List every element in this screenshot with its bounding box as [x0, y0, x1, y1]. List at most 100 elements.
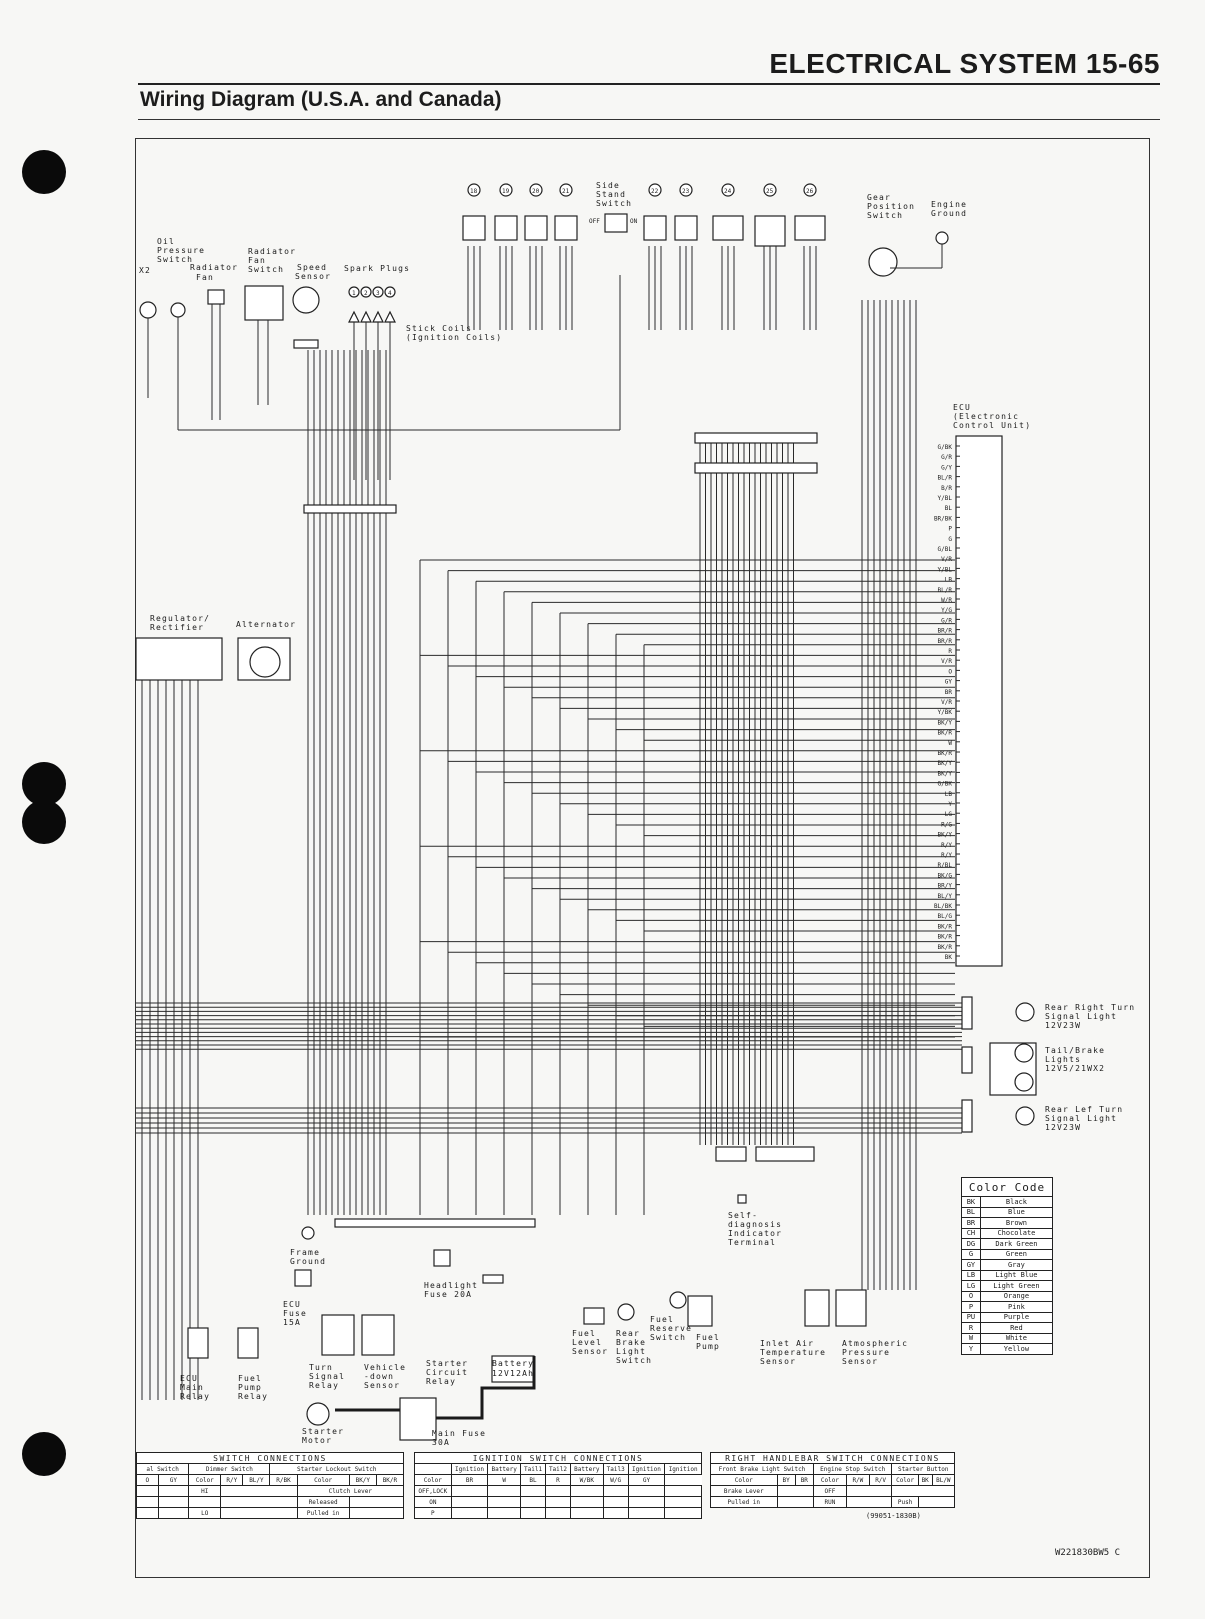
ecu-pin-label: O: [948, 668, 952, 675]
svg-text:Battery: Battery: [492, 1359, 534, 1368]
svg-text:Signal: Signal: [309, 1372, 345, 1381]
color-abbrev: BK: [961, 1196, 981, 1208]
svg-text:Fuel: Fuel: [650, 1315, 674, 1324]
ecu: ECU (Electronic Control Unit) G/BKG/RG/Y…: [934, 403, 1031, 967]
svg-text:Main Fuse: Main Fuse: [432, 1429, 486, 1438]
table-cell: O: [136, 1474, 159, 1486]
color-abbrev: CH: [961, 1227, 981, 1239]
svg-text:ON: ON: [630, 218, 638, 225]
svg-text:Control Unit): Control Unit): [953, 421, 1031, 430]
front-brake-header: Front Brake Light Switch: [710, 1463, 814, 1475]
color-abbrev: O: [961, 1290, 981, 1302]
ecu-pin-label: BR/Y: [938, 883, 953, 890]
ignition-column-header: Ignition: [450, 1463, 489, 1475]
switch-connections-title: SWITCH CONNECTIONS: [136, 1452, 404, 1464]
svg-text:Terminal: Terminal: [728, 1238, 776, 1247]
ecu-pin-label: G/BL: [938, 546, 953, 553]
svg-text:Radiator: Radiator: [248, 247, 296, 256]
color-abbrev: DG: [961, 1238, 981, 1250]
svg-text:Sensor: Sensor: [295, 272, 331, 281]
ecu-pin-label: G/R: [941, 454, 952, 461]
stick-coil: [360, 310, 372, 323]
figure-code: W221830BW5 C: [1055, 1548, 1121, 1558]
connector-number-badge: [763, 183, 777, 197]
svg-text:Headlight: Headlight: [424, 1281, 478, 1290]
svg-text:Spark Plugs: Spark Plugs: [344, 264, 410, 273]
sensor-connector: [494, 215, 518, 241]
turn-signal-relay: Turn Signal Relay: [309, 1314, 355, 1390]
svg-text:12V5/21WX2: 12V5/21WX2: [1045, 1064, 1105, 1073]
rear-left-turn-light: Rear Lef Turn Signal Light 12V23W: [961, 1099, 1122, 1133]
ecu-pin-label: V/R: [941, 658, 952, 665]
stick-coil: [348, 310, 360, 323]
svg-text:Fuel: Fuel: [572, 1329, 596, 1338]
ecu-pin-label: BL/R: [938, 475, 953, 482]
ecu-pin-label: R/BL: [938, 862, 953, 869]
color-name: Purple: [979, 1311, 1054, 1323]
color-code-title: Color Code: [961, 1177, 1053, 1197]
ecu-pin-label: BK/R: [938, 944, 953, 951]
connector-number-badge: [803, 183, 817, 197]
color-abbrev: LG: [961, 1280, 981, 1292]
svg-text:(Ignition Coils): (Ignition Coils): [406, 333, 502, 342]
atmospheric-pressure-sensor: Atmospheric Pressure Sensor: [835, 1289, 907, 1366]
connector-number: 19: [502, 188, 510, 195]
punch-hole: [22, 1432, 66, 1476]
starter-button-header: Starter Button: [891, 1463, 955, 1475]
ecu-pin-label: G/R: [941, 617, 952, 624]
ecu-pin-label: LB: [945, 791, 953, 798]
ignition-column-header: Tail2: [545, 1463, 571, 1475]
svg-text:Self-: Self-: [728, 1211, 758, 1220]
svg-text:Switch: Switch: [248, 265, 284, 274]
ecu-pin-label: R: [948, 648, 952, 655]
color-name: Black: [979, 1196, 1054, 1208]
starter-circuit-relay: Starter Circuit Relay: [399, 1359, 467, 1441]
part-number: (99051-1830B): [866, 1512, 921, 1520]
ignition-column-header: Tail3: [602, 1463, 629, 1475]
fuel-pump-relay: Fuel Pump Relay: [237, 1327, 267, 1401]
sensor-connector: [754, 215, 786, 247]
svg-text:Relay: Relay: [426, 1377, 456, 1386]
ignition-wire-color: W/G: [602, 1474, 629, 1486]
svg-text:ECU: ECU: [953, 403, 971, 412]
color-abbrev: G: [961, 1248, 981, 1260]
table-cell: LO: [188, 1507, 222, 1519]
svg-text:Frame: Frame: [290, 1248, 320, 1257]
diagram-frame: [135, 138, 1150, 1578]
svg-text:-down: -down: [364, 1372, 394, 1381]
table-cell: Color: [188, 1474, 222, 1486]
stick-coil: [384, 310, 396, 323]
svg-text:Fan: Fan: [196, 273, 214, 282]
color-name: Green: [979, 1248, 1054, 1260]
ignition-column-header: Tail1: [520, 1463, 546, 1475]
svg-text:Switch: Switch: [867, 211, 903, 220]
gear-position-switch: Gear Position Switch: [867, 193, 914, 277]
ecu-pin-label: BR/R: [938, 628, 953, 635]
ignition-wire-color: Color: [414, 1474, 452, 1486]
svg-text:Pressure: Pressure: [157, 246, 205, 255]
color-name: White: [979, 1332, 1054, 1344]
ecu-pin-label: BK/Y: [938, 760, 953, 767]
table-cell: Released: [296, 1496, 350, 1508]
ecu-pin-label: R/G: [941, 821, 952, 828]
svg-text:Motor: Motor: [302, 1436, 332, 1445]
ecu-pin-label: BK/R: [938, 750, 953, 757]
svg-text:Sensor: Sensor: [842, 1357, 878, 1366]
color-name: Yellow: [979, 1343, 1054, 1355]
regulator-rectifier: Regulator/ Rectifier: [135, 614, 223, 681]
ignition-wire-color: R: [545, 1474, 571, 1486]
table-cell: Pulled in: [710, 1496, 778, 1508]
handlebar-wire-color: BY: [776, 1474, 796, 1486]
ecu-pin-label: BR/BK: [934, 515, 952, 522]
svg-text:Pump: Pump: [696, 1342, 720, 1351]
connector-number-badge: [529, 183, 543, 197]
table-cell: P: [414, 1507, 452, 1519]
